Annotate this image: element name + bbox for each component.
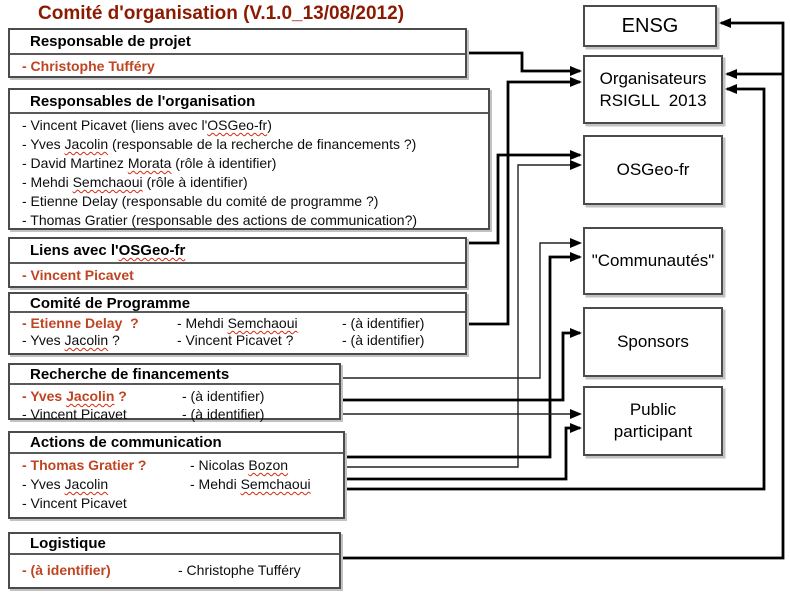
connector-actions-communication-to-public-participant bbox=[345, 423, 582, 481]
member-column: - Thomas Gratier ? - Yves Jacolin - Vincen… bbox=[22, 456, 190, 513]
member-item: - Vincent Picavet bbox=[22, 267, 134, 283]
member-item: - (à identifier) bbox=[342, 315, 425, 331]
page-title: Comité d'organisation (V.1.0_13/08/2012) bbox=[38, 3, 405, 24]
box-recherche-financements: Recherche de financements - Yves Jacolin… bbox=[8, 363, 341, 423]
box-body: - Yves Jacolin ? - Vincent Picavet - (à id… bbox=[10, 385, 339, 423]
member-item: - David Martinez Morata (rôle à identifi… bbox=[22, 155, 277, 171]
box-header: Responsable de projet bbox=[10, 30, 465, 55]
member-column: - (à identifier)- (à identifier) bbox=[342, 315, 424, 349]
member-column: - Christophe Tufféry bbox=[178, 561, 301, 580]
box-public-participant: Public participant bbox=[583, 386, 723, 456]
member-item: - Mehdi Semchaoui bbox=[190, 476, 311, 492]
box-header: Liens avec l'OSGeo-fr bbox=[10, 239, 465, 264]
connector-liens-osgeo-fr-to-osgeo-fr bbox=[467, 150, 582, 245]
member-item: - Christophe Tufféry bbox=[178, 562, 301, 578]
connector-logistique-to-ensg bbox=[341, 18, 785, 560]
box-header: Actions de communication bbox=[10, 433, 343, 454]
box-responsable-de-projet: Responsable de projet - Christophe Tuffé… bbox=[8, 28, 467, 78]
member-column: - Vincent Picavet bbox=[22, 266, 134, 285]
member-column: - Nicolas Bozon - Mehdi Semchaoui bbox=[190, 456, 311, 513]
box-label: Sponsors bbox=[617, 332, 689, 351]
member-item: - Mehdi Semchaoui bbox=[177, 315, 298, 331]
member-item: - Mehdi Semchaoui (rôle à identifier) bbox=[22, 174, 248, 190]
connector-recherche-financements-to-communautes bbox=[341, 238, 582, 379]
member-item: - Christophe Tufféry bbox=[22, 58, 155, 74]
member-column: - (à identifier) - (à identifier) bbox=[182, 387, 264, 423]
member-item: - Yves Jacolin ? bbox=[22, 388, 127, 404]
box-body: - Etienne Delay ?- Yves Jacolin ?- Mehdi… bbox=[10, 313, 465, 349]
box-body: - Vincent Picavet (liens avec l'OSGeo-fr… bbox=[10, 114, 488, 230]
box-logistique: Logistique - (à identifier) - Christophe … bbox=[8, 532, 341, 589]
member-column: - (à identifier) bbox=[22, 561, 178, 580]
box-body: - Vincent Picavet bbox=[10, 264, 465, 285]
member-item: - Yves Jacolin bbox=[22, 476, 109, 492]
box-organisateurs-rsigll-2013: Organisateurs RSIGLL 2013 bbox=[583, 55, 723, 124]
member-column: - Etienne Delay ?- Yves Jacolin ? bbox=[22, 315, 177, 349]
box-ensg: ENSG bbox=[583, 5, 717, 47]
box-label: OSGeo-fr bbox=[616, 160, 690, 179]
box-body: - (à identifier) - Christophe Tufféry bbox=[10, 555, 339, 580]
member-item: - Vincent Picavet bbox=[22, 495, 127, 511]
box-comite-de-programme: Comité de Programme - Etienne Delay ?- Y… bbox=[8, 292, 467, 355]
box-actions-communication: Actions de communication - Thomas Gratie… bbox=[8, 431, 345, 519]
box-liens-osgeo-fr: Liens avec l'OSGeo-fr - Vincent Picavet bbox=[8, 237, 467, 288]
connector-recherche-financements-to-sponsors bbox=[341, 328, 582, 402]
connector-actions-communication-to-osgeo-fr bbox=[345, 160, 582, 468]
member-item: - (à identifier) bbox=[182, 388, 265, 404]
box-label: ENSG bbox=[621, 15, 679, 37]
member-item: - Nicolas Bozon bbox=[190, 457, 289, 473]
box-body: - Thomas Gratier ? - Yves Jacolin - Vincen… bbox=[10, 454, 343, 513]
box-sponsors: Sponsors bbox=[583, 307, 723, 377]
box-body: - Christophe Tufféry bbox=[10, 55, 465, 76]
member-item: - Vincent Picavet (liens avec l'OSGeo-fr… bbox=[22, 117, 272, 133]
member-item: - Vincent Picavet ? bbox=[177, 332, 294, 348]
member-item: - Etienne Delay ? bbox=[22, 315, 139, 331]
box-osgeo-fr: OSGeo-fr bbox=[583, 135, 723, 205]
box-header: Responsables de l'organisation bbox=[10, 90, 488, 114]
connector-comite-de-programme-to-organisateurs bbox=[467, 77, 582, 326]
box-label: "Communautés" bbox=[591, 251, 715, 270]
connector-responsable-de-projet-to-organisateurs bbox=[467, 51, 582, 76]
box-header: Recherche de financements bbox=[10, 365, 339, 385]
member-item: - (à identifier) bbox=[182, 406, 265, 422]
member-item: - (à identifier) bbox=[22, 562, 111, 578]
member-item: - Vincent Picavet bbox=[22, 406, 127, 422]
member-item: - Thomas Gratier ? bbox=[22, 457, 147, 473]
box-header: Comité de Programme bbox=[10, 294, 465, 313]
member-column: - Christophe Tufféry bbox=[22, 57, 155, 76]
connector-actions-communication-to-organisateurs bbox=[345, 84, 766, 491]
member-column: - Vincent Picavet (liens avec l'OSGeo-fr… bbox=[22, 116, 417, 230]
box-header: Logistique bbox=[10, 534, 339, 555]
member-column: - Mehdi Semchaoui- Vincent Picavet ? bbox=[177, 315, 342, 349]
member-item: - Thomas Gratier (responsable des action… bbox=[22, 212, 418, 228]
member-item: - (à identifier) bbox=[342, 332, 425, 348]
box-label: Organisateurs RSIGLL 2013 bbox=[599, 68, 707, 110]
member-item: - Yves Jacolin ? bbox=[22, 332, 120, 348]
member-item: - Yves Jacolin (responsable de la recher… bbox=[22, 136, 417, 152]
member-column: - Yves Jacolin ? - Vincent Picavet bbox=[22, 387, 182, 423]
box-communautes: "Communautés" bbox=[583, 227, 723, 295]
box-responsables-organisation: Responsables de l'organisation - Vincent… bbox=[8, 88, 490, 230]
connector-actions-communication-to-communautes bbox=[345, 252, 582, 459]
member-item: - Etienne Delay (responsable du comité d… bbox=[22, 193, 379, 209]
box-label: Public participant bbox=[613, 400, 693, 441]
